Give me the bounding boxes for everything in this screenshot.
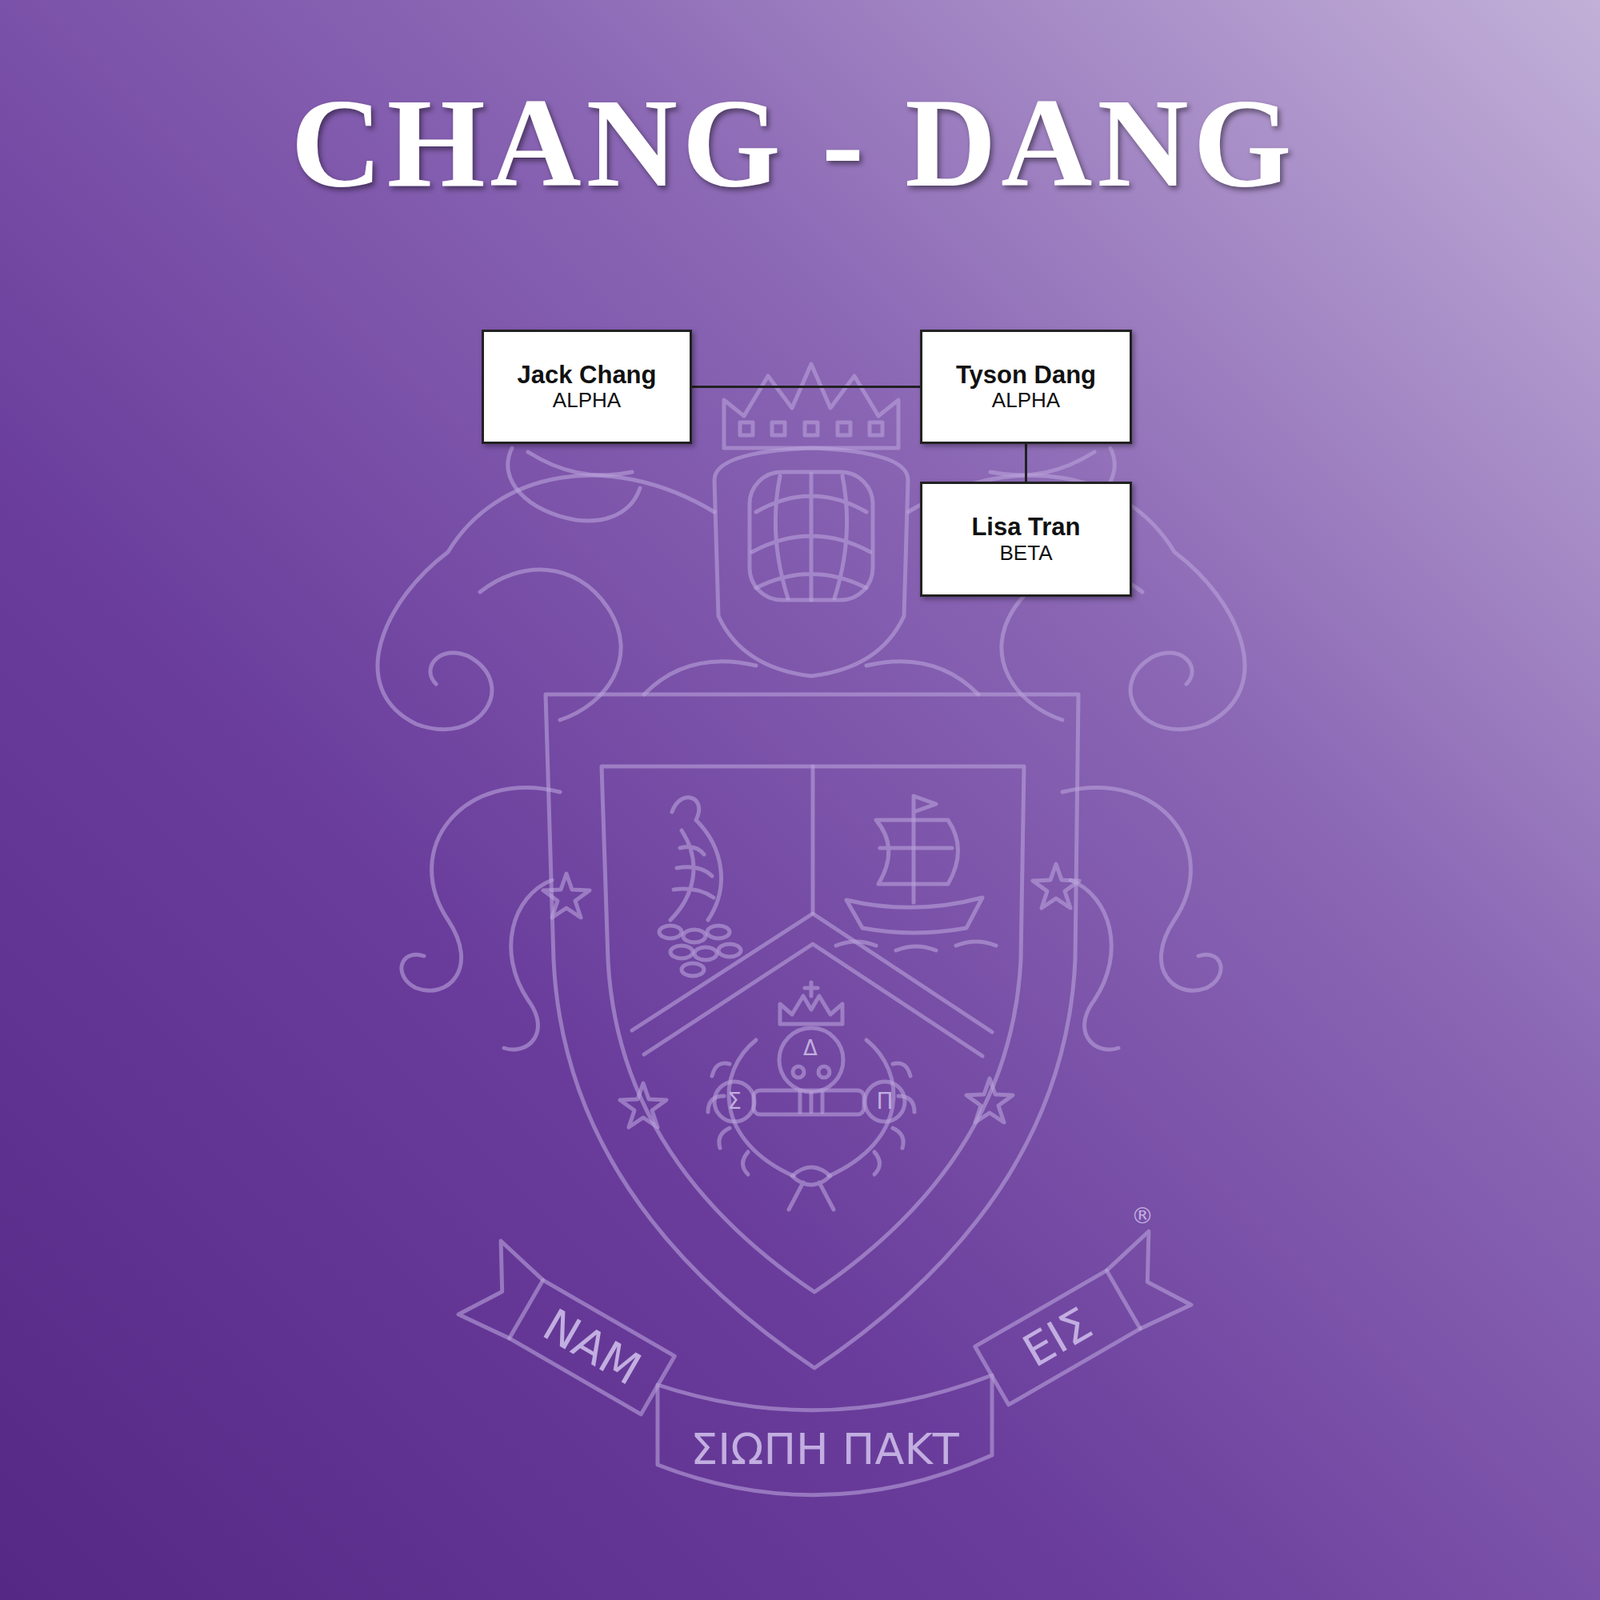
shield-chevron	[632, 913, 992, 1056]
shield-inner	[601, 766, 1024, 1292]
coin	[707, 925, 730, 939]
coin	[718, 944, 741, 957]
crest-text: Δ	[803, 1037, 818, 1059]
banner-band	[975, 1270, 1141, 1405]
coin	[683, 929, 706, 943]
diagram-title: CHANG - DANG	[0, 80, 1594, 207]
box-content: Tyson DangALPHA	[956, 360, 1096, 414]
chapter-name: ALPHA	[956, 388, 1096, 413]
visor-grid	[752, 473, 871, 600]
coin	[659, 925, 682, 939]
mantling	[508, 448, 640, 521]
banner-tail	[1100, 1231, 1192, 1333]
ship-water	[836, 941, 996, 951]
banner-band	[657, 1375, 992, 1496]
member-name: Tyson Dang	[956, 360, 1096, 390]
shield-divider	[811, 766, 816, 914]
crest-text: ®	[1131, 1204, 1154, 1228]
member-box: Lisa TranBETA	[920, 481, 1132, 597]
box-content: Jack ChangALPHA	[516, 360, 656, 414]
chapter-name: ALPHA	[516, 388, 656, 413]
crown-jewel	[740, 422, 753, 436]
skull-eye	[818, 1066, 830, 1078]
coin	[681, 963, 704, 976]
mantling	[377, 475, 715, 729]
member-box: Jack ChangALPHA	[481, 329, 692, 444]
mantling	[480, 569, 621, 720]
crown-jewel	[837, 422, 851, 436]
lineage-line	[692, 385, 920, 388]
banner-band	[509, 1280, 676, 1415]
helmet	[714, 448, 908, 676]
skull	[779, 1028, 844, 1092]
laurel	[708, 1040, 794, 1176]
crest-text: ΕΙΣ	[1016, 1300, 1100, 1375]
coin	[670, 945, 693, 959]
member-box: Tyson DangALPHA	[920, 329, 1132, 444]
skull-crown	[780, 982, 843, 1024]
skull-eye	[792, 1066, 804, 1078]
crest-text: ΣΙΩΠΗ ΠΑΚΤ	[690, 1428, 960, 1472]
member-name: Lisa Tran	[971, 512, 1080, 542]
laurel-bow	[788, 1167, 834, 1210]
star	[1032, 864, 1080, 908]
crest-text: Π	[876, 1090, 893, 1113]
helmet-crown	[724, 364, 899, 448]
coin	[694, 947, 717, 960]
skull-teeth	[800, 1092, 823, 1112]
crown-jewel	[869, 422, 883, 436]
shield	[545, 694, 1079, 1368]
star	[966, 1078, 1013, 1123]
box-content: Lisa TranBETA	[971, 512, 1080, 566]
bone-end	[714, 1081, 755, 1122]
helmet-shoulders	[644, 661, 979, 695]
lineage-line	[1024, 444, 1028, 482]
mantling	[504, 880, 552, 1050]
bone-end	[864, 1081, 905, 1122]
star	[543, 873, 590, 918]
crown-jewel	[804, 422, 818, 436]
helmet-visor	[749, 472, 873, 600]
mantling	[908, 475, 1245, 729]
bone	[753, 1090, 864, 1115]
star	[620, 1083, 667, 1128]
chapter-name: BETA	[971, 541, 1080, 566]
laurel	[828, 1040, 915, 1176]
cornucopia	[670, 797, 721, 920]
crest-text: Σ	[727, 1090, 742, 1113]
crown-jewel	[772, 422, 785, 436]
crest-text: NAM	[536, 1302, 648, 1393]
ship-sail	[876, 820, 959, 884]
member-name: Jack Chang	[516, 360, 656, 390]
